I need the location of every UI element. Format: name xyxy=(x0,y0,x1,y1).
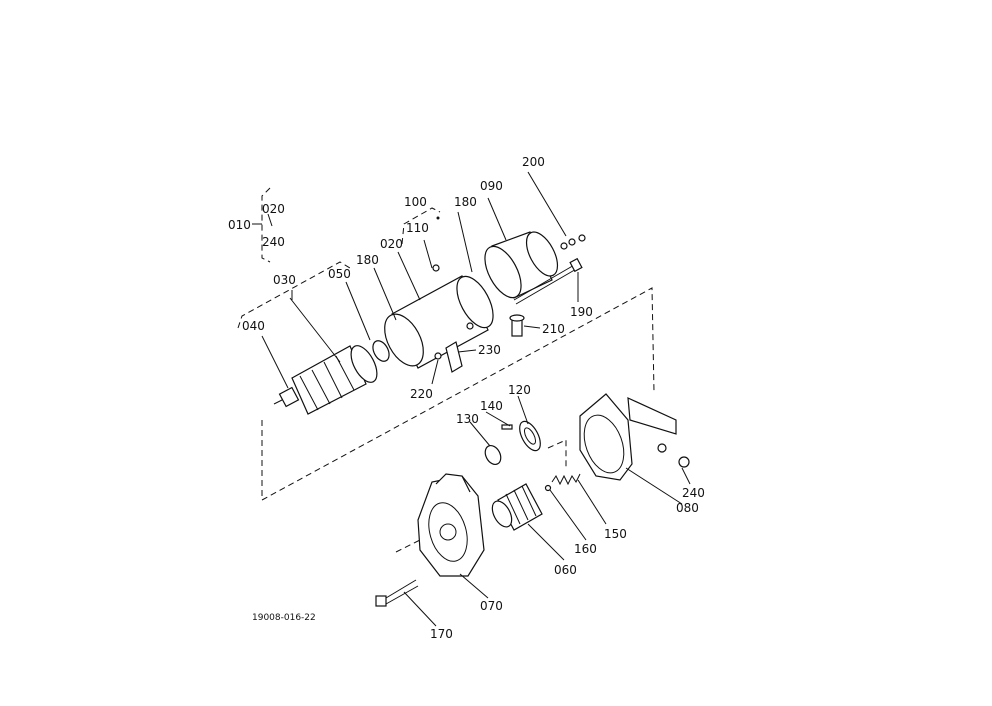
callout-150: 150 xyxy=(604,527,627,541)
callout-180a: 180 xyxy=(356,253,379,267)
group-bracket-100 xyxy=(401,207,441,245)
spring-part-150 xyxy=(551,473,581,486)
callout-230: 230 xyxy=(478,343,501,357)
switch-part-080 xyxy=(579,393,690,481)
callout-020a: 020 xyxy=(262,202,285,216)
callout-240b: 240 xyxy=(682,486,705,500)
callout-030: 030 xyxy=(273,273,296,287)
callout-180b: 180 xyxy=(454,195,477,209)
callout-050: 050 xyxy=(328,267,351,281)
gear-part-120 xyxy=(519,420,541,452)
group-bracket-010 xyxy=(252,187,273,263)
armature-part-040 xyxy=(273,340,390,415)
callout-120: 120 xyxy=(508,383,531,397)
callout-010: 010 xyxy=(228,218,251,232)
gear-part-130 xyxy=(484,444,502,466)
end-cover-part-090 xyxy=(484,231,559,299)
drawing-code: 19008-016-22 xyxy=(252,613,316,623)
callout-100: 100 xyxy=(404,195,427,209)
pin-part-140 xyxy=(501,424,513,430)
screw-set-part-200 xyxy=(560,234,586,250)
callout-190: 190 xyxy=(570,305,593,319)
callout-160: 160 xyxy=(574,542,597,556)
through-bolt-part-190 xyxy=(513,257,583,305)
callout-220: 220 xyxy=(410,387,433,401)
callout-080: 080 xyxy=(676,501,699,515)
housing-part-070 xyxy=(417,473,485,577)
callout-140: 140 xyxy=(480,399,503,413)
callout-090: 090 xyxy=(480,179,503,193)
callout-210: 210 xyxy=(542,322,565,336)
bolt-part-170 xyxy=(375,579,419,607)
callout-240a: 240 xyxy=(262,235,285,249)
callout-070: 070 xyxy=(480,599,503,613)
group-bracket-030 xyxy=(237,261,351,329)
screw-part-210 xyxy=(509,314,525,337)
ball-part-160 xyxy=(544,484,552,492)
callout-020b: 020 xyxy=(380,237,403,251)
callout-200: 200 xyxy=(522,155,545,169)
yoke-part-020 xyxy=(384,264,494,369)
brush-part-230 xyxy=(434,341,463,373)
callout-170: 170 xyxy=(430,627,453,641)
callout-040: 040 xyxy=(242,319,265,333)
leader-lines xyxy=(261,171,691,627)
clutch-part-060 xyxy=(491,483,543,531)
callout-110: 110 xyxy=(406,221,429,235)
callout-130: 130 xyxy=(456,412,479,426)
callout-060: 060 xyxy=(554,563,577,577)
callout-labels: 010 020 240 030 050 180 020 100 110 180 … xyxy=(228,155,705,641)
